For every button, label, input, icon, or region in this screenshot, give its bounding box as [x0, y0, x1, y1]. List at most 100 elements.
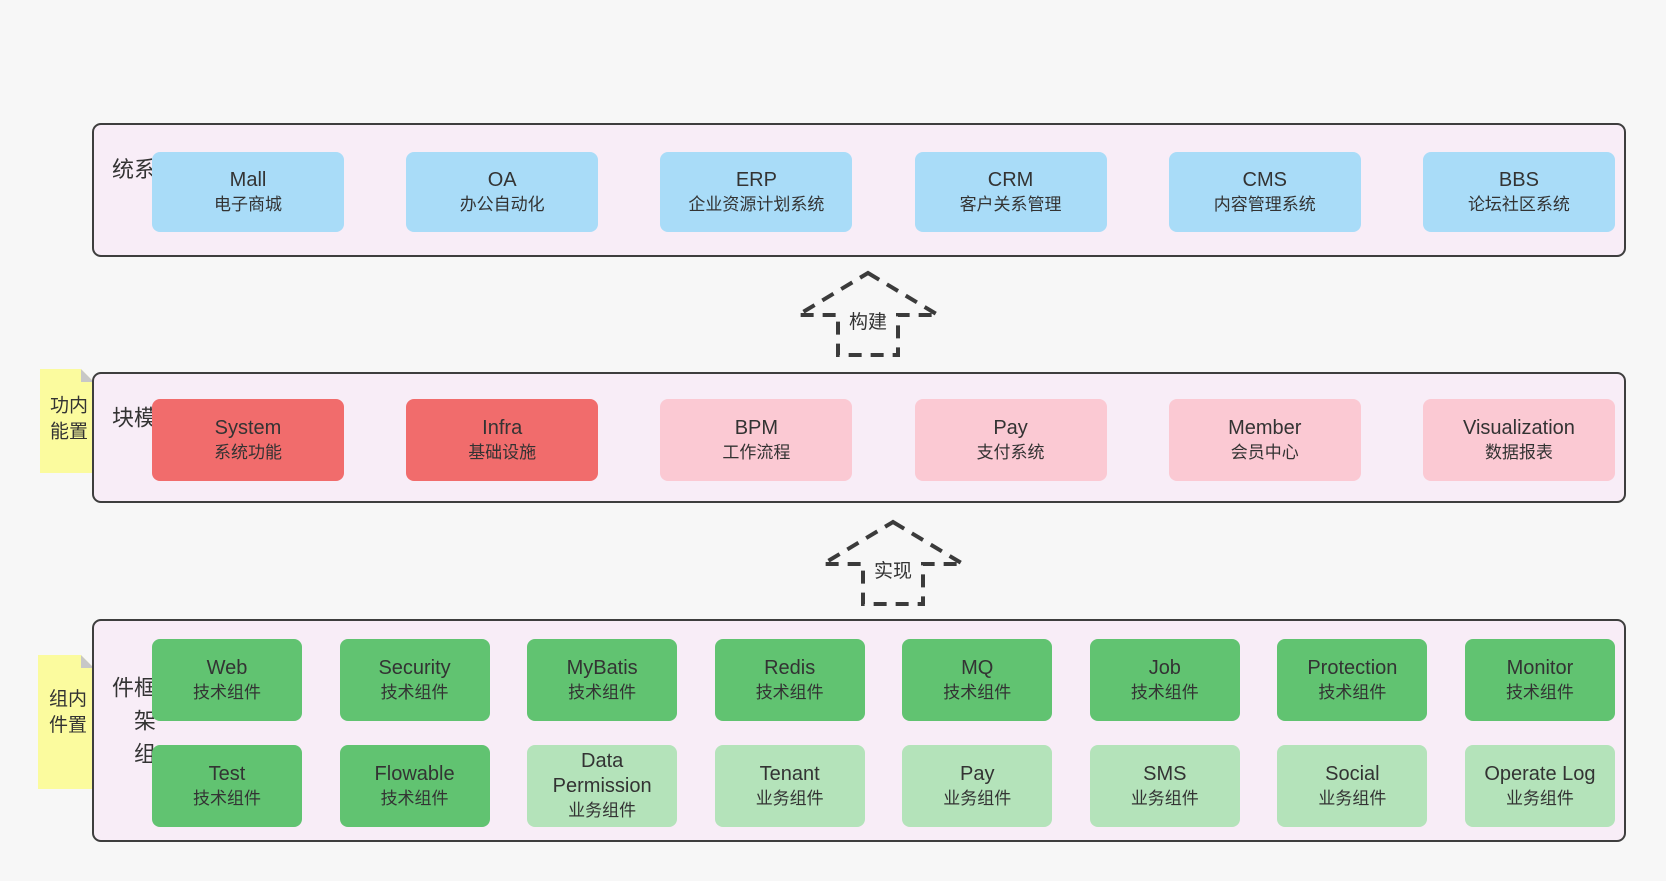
box-title: MyBatis	[566, 656, 638, 679]
box-subtitle: 技术组件	[943, 682, 1012, 702]
box-subtitle: 论坛社区系统	[1467, 194, 1570, 214]
arrow-implement-label: 实现	[868, 555, 918, 584]
box-infra: Infra 基础设施	[406, 399, 599, 481]
dashed-up-arrow-icon	[793, 270, 943, 357]
band-framework-components: 框架组件 Web 技术组件 Security 技术组件 MyBatis 技术组件 Redis…	[92, 619, 1626, 842]
sticky-built-in-components-label: 内置组件	[46, 688, 86, 741]
box-subtitle: 技术组件	[1505, 682, 1574, 702]
box-subtitle: 业务组件	[568, 801, 637, 820]
box-title: Redis	[764, 656, 816, 679]
box-subtitle: 工作流程	[722, 442, 791, 462]
box-title: BPM	[734, 416, 779, 439]
arrow-build-label: 构建	[843, 306, 893, 335]
box-pay: Pay 支付系统	[914, 399, 1107, 481]
box-system: System 系统功能	[152, 399, 344, 481]
box-subtitle: 办公自动化	[459, 194, 545, 214]
box-subtitle: 技术组件	[380, 788, 449, 808]
box-security: Security 技术组件	[339, 639, 490, 721]
arrow-implement: 实现	[818, 519, 968, 607]
box-title: Pay	[960, 762, 995, 785]
box-subtitle: 电子商城	[214, 194, 282, 214]
band-common-modules: 通用模块 System系统功能Infra基础设施BPM工作流程Pay支付系统Me…	[92, 372, 1626, 503]
box-test: Test 技术组件	[152, 745, 302, 827]
box-title: Mall	[229, 168, 267, 191]
box-title: ERP	[735, 168, 777, 191]
box-subtitle: 企业资源计划系统	[688, 194, 825, 214]
box-title: Flowable	[374, 762, 455, 785]
arrow-build: 构建	[793, 270, 943, 358]
box-subtitle: 技术组件	[193, 788, 261, 808]
box-cms: CMS 内容管理系统	[1168, 152, 1361, 232]
box-subtitle: 技术组件	[568, 682, 637, 702]
box-title: Member	[1228, 416, 1302, 439]
box-subtitle: 技术组件	[380, 682, 449, 702]
box-erp: ERP 企业资源计划系统	[660, 152, 853, 232]
sticky-built-in-components: 内置组件	[38, 655, 94, 789]
box-subtitle: 数据报表	[1484, 442, 1553, 462]
box-title: Job	[1148, 656, 1181, 679]
box-sms: SMS 业务组件	[1089, 745, 1240, 827]
box-data-permission: Data Permission 业务组件	[527, 745, 678, 827]
box-tenant: Tenant 业务组件	[714, 745, 865, 827]
box-title: Social	[1325, 762, 1380, 785]
band-common-modules-row: System 系统功能 Infra 基础设施 BPM 工作流程 Pay 支付系统 Member 会…	[152, 399, 1615, 481]
box-title: CRM	[987, 168, 1034, 191]
box-mybatis: MyBatis 技术组件	[527, 639, 678, 721]
box-subtitle: 技术组件	[1318, 682, 1387, 702]
box-job: Job 技术组件	[1089, 639, 1240, 721]
box-title: Test	[208, 762, 246, 785]
box-subtitle: 客户关系管理	[959, 194, 1062, 214]
box-subtitle: 业务组件	[755, 788, 824, 808]
box-title: System	[214, 416, 282, 439]
box-subtitle: 基础设施	[468, 442, 537, 462]
band-label-framework-components: 框架组件	[109, 675, 156, 775]
box-visualization: Visualization 数据报表	[1422, 399, 1615, 481]
box-subtitle: 业务组件	[943, 788, 1012, 808]
box-title: Operate Log	[1484, 762, 1596, 785]
band-business-systems-row: Mall 电子商城 OA 办公自动化 ERP 企业资源计划系统 CRM 客户关系管理 CMS 内容…	[152, 152, 1615, 232]
box-flowable: Flowable 技术组件	[339, 745, 490, 827]
box-title: MQ	[961, 656, 994, 679]
box-protection: Protection 技术组件	[1277, 639, 1428, 721]
box-title: Web	[206, 656, 248, 679]
box-title: Infra	[482, 416, 523, 439]
box-title: Tenant	[759, 762, 820, 785]
box-subtitle: 会员中心	[1230, 442, 1299, 462]
box-social: Social 业务组件	[1277, 745, 1428, 827]
dashed-up-arrow-icon	[818, 519, 968, 606]
box-title: Visualization	[1462, 416, 1575, 439]
box-mall: Mall 电子商城	[152, 152, 344, 232]
box-title: Protection	[1307, 656, 1398, 679]
sticky-built-in-features: 内置功能	[40, 369, 94, 473]
box-oa: OA 办公自动化	[406, 152, 599, 232]
box-monitor: Monitor 技术组件	[1464, 639, 1615, 721]
box-title: OA	[487, 168, 517, 191]
box-title: BBS	[1498, 168, 1539, 191]
box-title: CMS	[1242, 168, 1287, 191]
box-title: Monitor	[1506, 656, 1574, 679]
box-subtitle: 支付系统	[976, 442, 1045, 462]
box-subtitle: 业务组件	[1130, 788, 1199, 808]
box-subtitle: 业务组件	[1318, 788, 1387, 808]
sticky-built-in-features-label: 内置功能	[47, 395, 87, 447]
box-bbs: BBS 论坛社区系统	[1422, 152, 1615, 232]
box-subtitle: 系统功能	[214, 442, 282, 462]
box-subtitle: 业务组件	[1505, 788, 1574, 808]
box-pay: Pay 业务组件	[902, 745, 1053, 827]
box-mq: MQ 技术组件	[902, 639, 1053, 721]
box-title: SMS	[1143, 762, 1187, 785]
box-bpm: BPM 工作流程	[660, 399, 853, 481]
box-title: Security	[378, 656, 451, 679]
box-member: Member 会员中心	[1168, 399, 1361, 481]
band-business-systems: 业务系统 Mall电子商城OA办公自动化ERP企业资源计划系统CRM客户关系管理…	[92, 123, 1626, 257]
box-title: Data Permission	[552, 750, 652, 797]
box-title: Pay	[993, 416, 1028, 439]
box-subtitle: 技术组件	[193, 682, 261, 702]
box-web: Web 技术组件	[152, 639, 302, 721]
box-subtitle: 内容管理系统	[1213, 194, 1316, 214]
box-subtitle: 技术组件	[1130, 682, 1199, 702]
